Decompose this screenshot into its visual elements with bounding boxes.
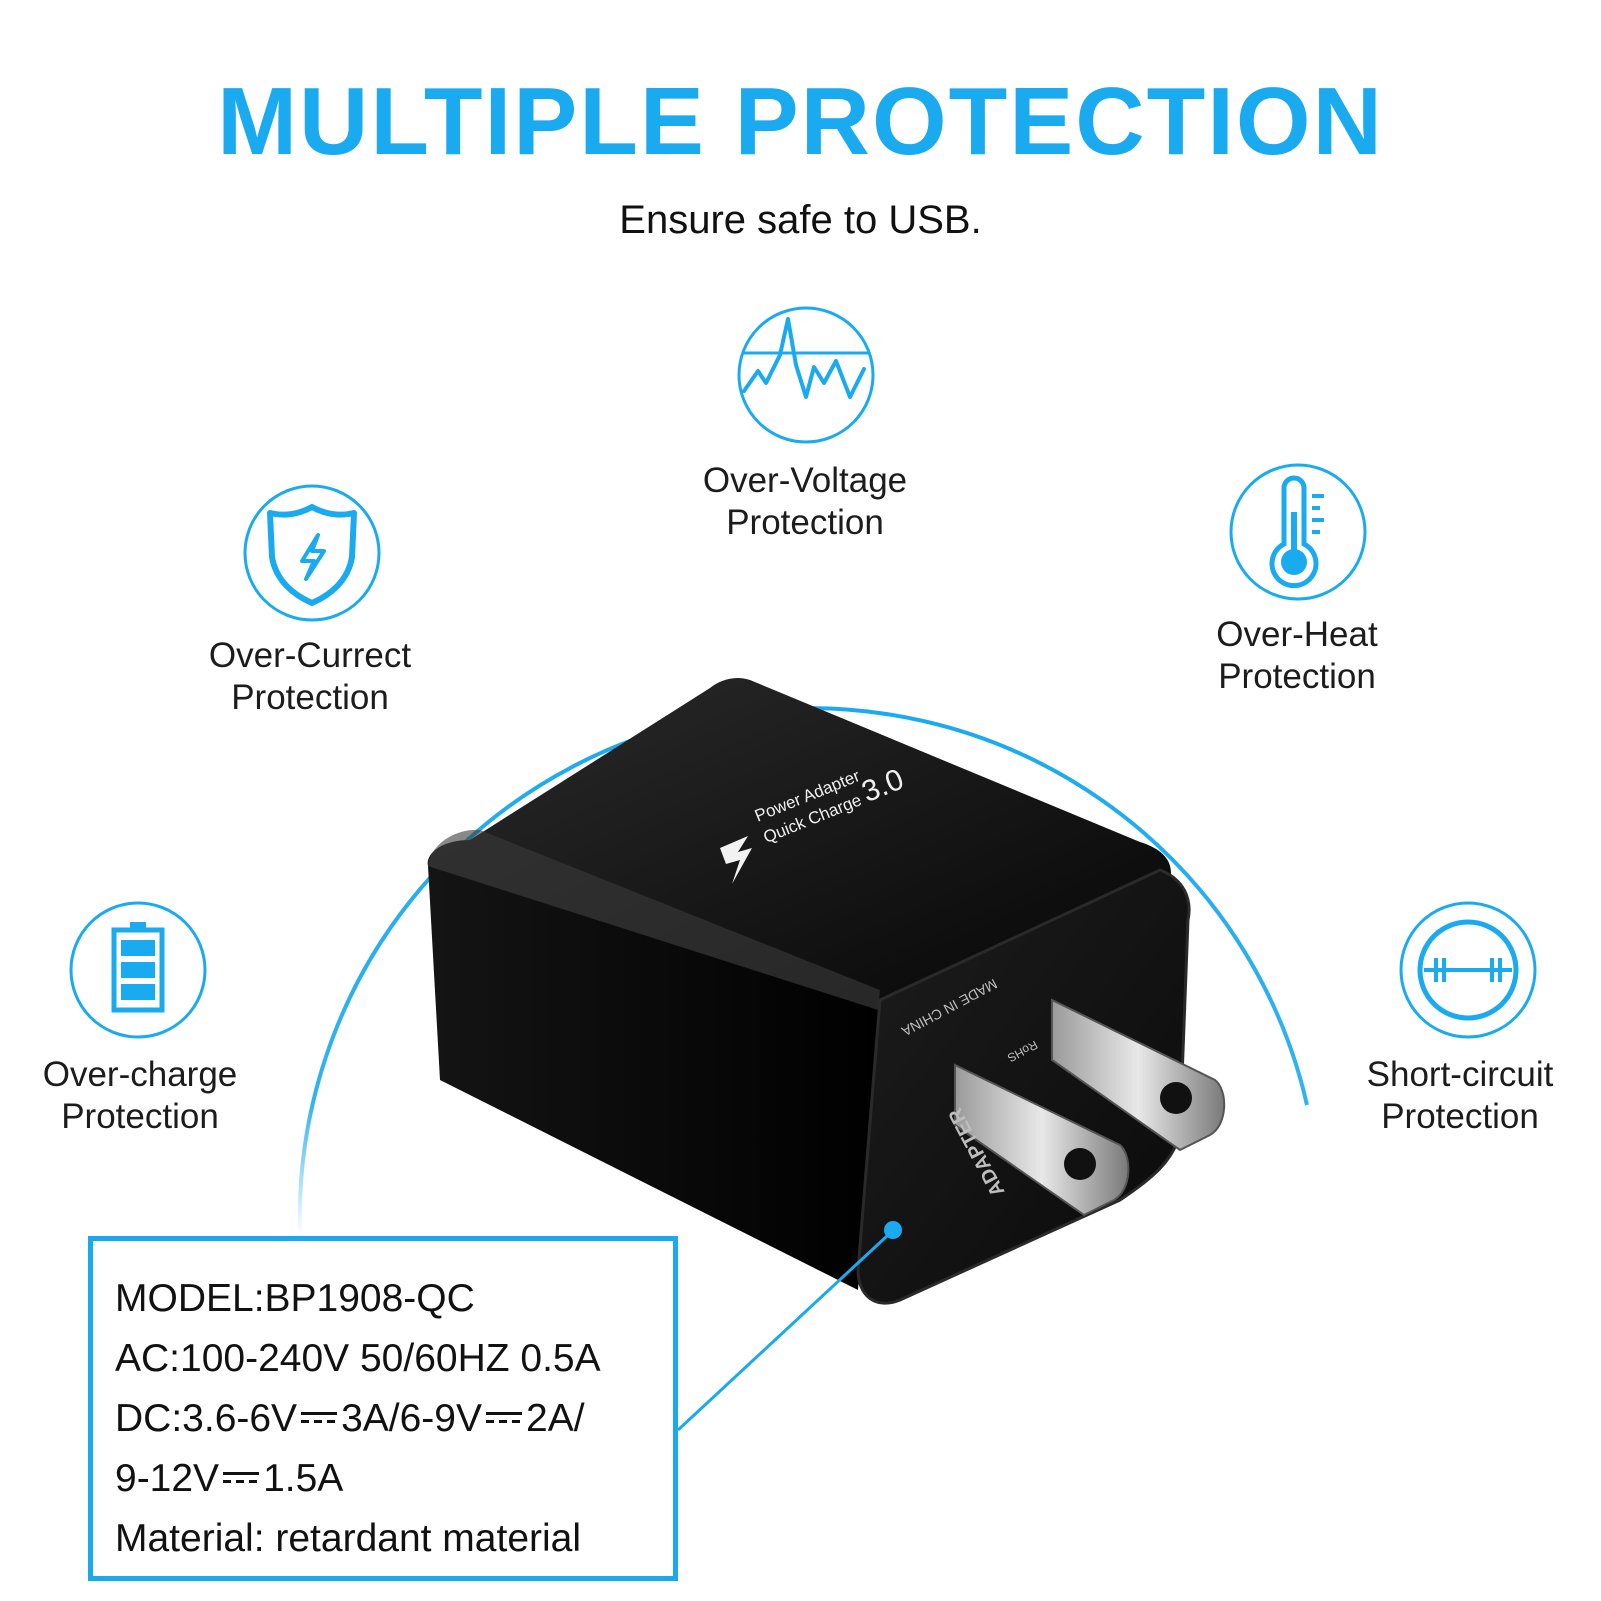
feature-title: Short-circuit bbox=[1366, 1055, 1554, 1094]
feature-label-over-charge: Over-charge Protection bbox=[0, 1054, 280, 1138]
feature-title: Over-charge bbox=[42, 1055, 238, 1094]
dc-symbol-icon bbox=[486, 1411, 522, 1426]
feature-subtitle: Protection bbox=[726, 503, 884, 542]
spec-material: Material: retardant material bbox=[115, 1517, 582, 1560]
feature-label-over-voltage: Over-Voltage Protection bbox=[640, 460, 970, 544]
feature-title: Over-Currect bbox=[208, 636, 412, 675]
feature-over-current bbox=[242, 483, 382, 623]
page-subtitle: Ensure safe to USB. bbox=[619, 198, 982, 242]
shield-bolt-icon bbox=[243, 484, 381, 622]
feature-over-voltage bbox=[736, 305, 876, 445]
circuit-icon bbox=[1399, 901, 1537, 1039]
feature-over-heat bbox=[1228, 462, 1368, 602]
waveform-icon bbox=[737, 306, 875, 444]
spec-box: MODEL:BP1908-QC AC:100-240V 50/60HZ 0.5A… bbox=[88, 1236, 678, 1581]
feature-subtitle: Protection bbox=[61, 1097, 219, 1136]
feature-label-over-current: Over-Currect Protection bbox=[145, 635, 475, 719]
feature-label-over-heat: Over-Heat Protection bbox=[1132, 614, 1462, 698]
feature-subtitle: Protection bbox=[1381, 1097, 1539, 1136]
dc-symbol-icon bbox=[223, 1471, 260, 1486]
feature-title: Over-Heat bbox=[1216, 615, 1378, 654]
spec-ac: AC:100-240V 50/60HZ 0.5A bbox=[115, 1337, 601, 1380]
battery-icon bbox=[69, 901, 207, 1039]
page-title: MULTIPLE PROTECTION bbox=[217, 68, 1384, 175]
thermometer-icon bbox=[1229, 463, 1367, 601]
feature-title: Over-Voltage bbox=[702, 461, 908, 500]
feature-label-short-circuit: Short-circuit Protection bbox=[1320, 1054, 1600, 1138]
feature-over-charge bbox=[68, 900, 208, 1040]
feature-short-circuit bbox=[1398, 900, 1538, 1040]
dc-symbol-icon bbox=[301, 1411, 338, 1426]
spec-model: MODEL:BP1908-QC bbox=[115, 1277, 475, 1320]
feature-subtitle: Protection bbox=[1218, 657, 1376, 696]
feature-subtitle: Protection bbox=[231, 678, 389, 717]
